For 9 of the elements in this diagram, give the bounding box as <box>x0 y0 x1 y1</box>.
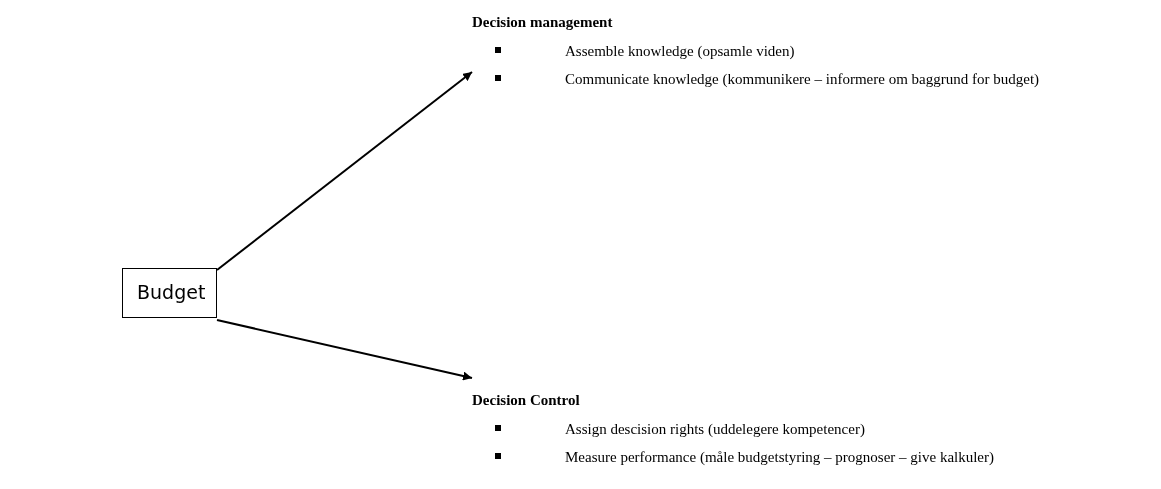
heading: Decision Control <box>472 392 580 409</box>
heading: Decision management <box>472 14 613 31</box>
bullet-text: Communicate knowledge (kommunikere – informere om baggrund for budget) <box>565 71 1040 87</box>
process-box: Budget <box>122 268 217 318</box>
bullet-text: Assemble knowledge (opsamle viden) <box>565 43 795 59</box>
bullet-text: Assign descision rights (uddelegere kompetencer) <box>565 421 865 437</box>
arrow <box>216 319 473 381</box>
bullet-text: Measure performance (måle budgetstyring – prognoser – give kalkuler) <box>565 449 995 465</box>
arrow <box>216 71 473 271</box>
